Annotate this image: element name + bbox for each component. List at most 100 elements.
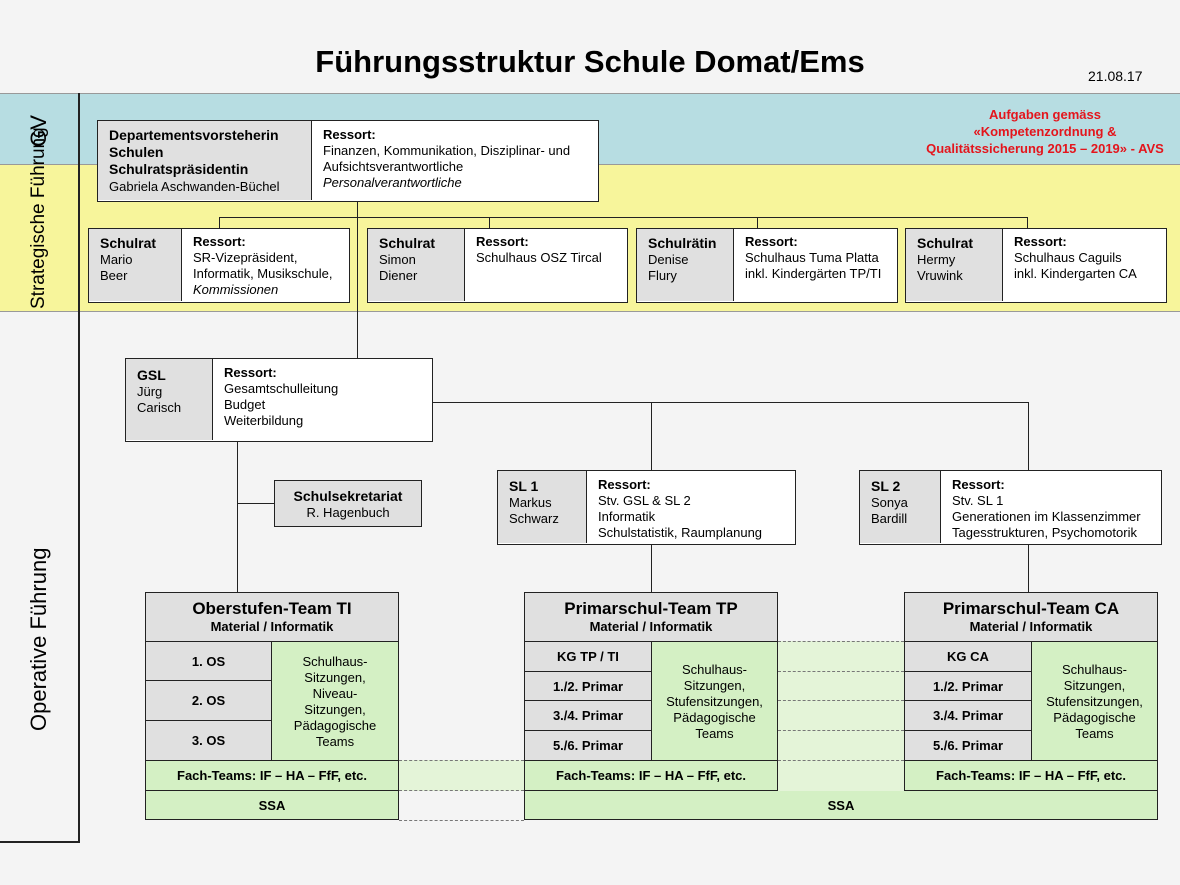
team-ti-meetings: Schulhaus- Sitzungen, Niveau- Sitzungen,… (271, 641, 399, 761)
council-ressort-1: Schulhaus Caguils (1014, 250, 1122, 265)
gsl-last-name: Carisch (137, 400, 182, 415)
sl1-role: SL 1 (509, 478, 539, 494)
council-ressort-3: Kommissionen (193, 282, 279, 297)
link-zone-tp-ca (778, 641, 904, 791)
council-person-cell: Schulrätin Denise Flury (637, 229, 734, 301)
team-tp-title: Primarschul-Team TP (564, 599, 738, 618)
connector-sl2-down (1028, 544, 1029, 592)
team-ti-title: Oberstufen-Team TI (192, 599, 352, 618)
date-label: 21.08.17 (1088, 68, 1143, 84)
link-dash (778, 760, 904, 761)
team-ti-class-2: 2. OS (145, 680, 272, 721)
sl2-ressort-label: Ressort: (952, 477, 1005, 492)
gsl-person-cell: GSL Jürg Carisch (126, 359, 213, 440)
sl1-ressort-cell: Ressort: Stv. GSL & SL 2 Informatik Schu… (587, 471, 794, 543)
head-ressort-2: Aufsichtsverantwortliche (323, 159, 464, 174)
operative-band-label: Operative Führung (26, 547, 51, 731)
head-ressort-label: Ressort: (323, 127, 376, 142)
gsl-role: GSL (137, 367, 166, 383)
sl1-ressort-1: Stv. GSL & SL 2 (598, 493, 691, 508)
team-ca-meetings: Schulhaus- Sitzungen, Stufensitzungen, P… (1031, 641, 1158, 761)
head-person-cell: Departementsvorsteherin Schulen Schulrat… (98, 121, 312, 200)
sl1-last-name: Schwarz (509, 511, 559, 526)
page-title: Führungsstruktur Schule Domat/Ems (315, 44, 865, 79)
team-ti-subtitle: Material / Informatik (210, 619, 334, 634)
meeting-line: Schulhaus- (1061, 662, 1128, 677)
gsl-ressort-3: Weiterbildung (224, 413, 304, 428)
team-tp-subtitle: Material / Informatik (589, 619, 713, 634)
note-line-2: «Kompetenzordnung & (973, 124, 1117, 139)
sl2-ressort-1: Stv. SL 1 (952, 493, 1004, 508)
connector-sl2 (1028, 402, 1029, 470)
secretariat-box: Schulsekretariat R. Hagenbuch (274, 480, 422, 527)
council-ressort-label: Ressort: (1014, 234, 1067, 249)
council-ressort-label: Ressort: (745, 234, 798, 249)
council-person-cell: Schulrat Simon Diener (368, 229, 465, 301)
connector-gsl-down (237, 441, 238, 592)
team-ca-class-2: 1./2. Primar (904, 671, 1032, 701)
council-role: Schulrat (917, 235, 974, 251)
council-first-name: Hermy (917, 252, 956, 267)
council-box-2: Schulrat Simon Diener Ressort: Schulhaus… (367, 228, 628, 303)
team-ca-class-1: KG CA (904, 641, 1032, 672)
council-person-cell: Schulrat Mario Beer (89, 229, 182, 301)
sl1-ressort-2: Informatik (598, 509, 656, 524)
strategic-band-label: Strategische Führung (28, 127, 50, 309)
link-dash (778, 671, 904, 672)
head-ressort-cell: Ressort: Finanzen, Kommunikation, Diszip… (312, 121, 597, 200)
head-role-2: Schulen (109, 144, 164, 160)
sl2-ressort-2: Generationen im Klassenzimmer (952, 509, 1141, 524)
meeting-line: Stufensitzungen, (1046, 694, 1143, 709)
secretariat-name: R. Hagenbuch (306, 505, 390, 520)
sl2-role: SL 2 (871, 478, 901, 494)
gsl-first-name: Jürg (137, 384, 163, 399)
gsl-ressort-label: Ressort: (224, 365, 277, 380)
aufgaben-note: Aufgaben gemäss «Kompetenzordnung & Qual… (900, 106, 1180, 157)
connector-head-down (357, 201, 358, 358)
link-dash (778, 730, 904, 731)
council-ressort-label: Ressort: (476, 234, 529, 249)
meeting-line: Teams (695, 726, 734, 741)
council-role: Schulrätin (648, 235, 717, 251)
team-ca-class-3: 3./4. Primar (904, 700, 1032, 731)
team-tp-class-1: KG TP / TI (524, 641, 652, 672)
ssa-tp-ca: SSA (524, 790, 1158, 820)
head-role-3: Schulratspräsidentin (109, 161, 249, 177)
meeting-line: Schulhaus- (681, 662, 748, 677)
link-dash (778, 700, 904, 701)
council-person-cell: Schulrat Hermy Vruwink (906, 229, 1003, 301)
council-last-name: Vruwink (917, 268, 963, 283)
team-tp-class-3: 3./4. Primar (524, 700, 652, 731)
sl2-person-cell: SL 2 Sonya Bardill (860, 471, 941, 543)
team-ti-fachteams: Fach-Teams: IF – HA – FfF, etc. (145, 760, 399, 791)
gsl-ressort-cell: Ressort: Gesamtschulleitung Budget Weite… (213, 359, 431, 440)
sl1-box: SL 1 Markus Schwarz Ressort: Stv. GSL & … (497, 470, 796, 545)
council-ressort-label: Ressort: (193, 234, 246, 249)
meeting-line: Sitzungen, (683, 678, 746, 693)
connector-sl1 (651, 402, 652, 470)
team-tp-header: Primarschul-Team TP Material / Informati… (524, 592, 778, 642)
team-ti-class-3: 3. OS (145, 720, 272, 761)
ssa-ti: SSA (145, 790, 399, 820)
connector-sl1-down (651, 544, 652, 592)
band-divider (78, 93, 80, 843)
meeting-line: Pädagogische (293, 718, 377, 733)
council-last-name: Flury (648, 268, 677, 283)
sl2-ressort-3: Tagesstrukturen, Psychomotorik (952, 525, 1137, 540)
sl2-last-name: Bardill (871, 511, 908, 526)
gsl-ressort-1: Gesamtschulleitung (224, 381, 339, 396)
secretariat-title: Schulsekretariat (293, 488, 403, 504)
sl2-ressort-cell: Ressort: Stv. SL 1 Generationen im Klass… (941, 471, 1160, 543)
connector-council-3 (757, 217, 758, 228)
head-box: Departementsvorsteherin Schulen Schulrat… (97, 120, 599, 202)
meeting-line: Sitzungen, (1063, 678, 1126, 693)
head-ressort-3: Personalverantwortliche (323, 175, 462, 190)
link-zone-ti-tp (399, 760, 524, 791)
sl1-person-cell: SL 1 Markus Schwarz (498, 471, 587, 543)
meeting-line: Teams (315, 734, 355, 749)
strategic-band-text: Strategische Führung (28, 127, 49, 309)
council-ressort-2: inkl. Kindergärten TP/TI (745, 266, 882, 281)
team-ca-subtitle: Material / Informatik (969, 619, 1093, 634)
team-tp-fachteams: Fach-Teams: IF – HA – FfF, etc. (524, 760, 778, 791)
connector-secretariat (237, 503, 274, 504)
